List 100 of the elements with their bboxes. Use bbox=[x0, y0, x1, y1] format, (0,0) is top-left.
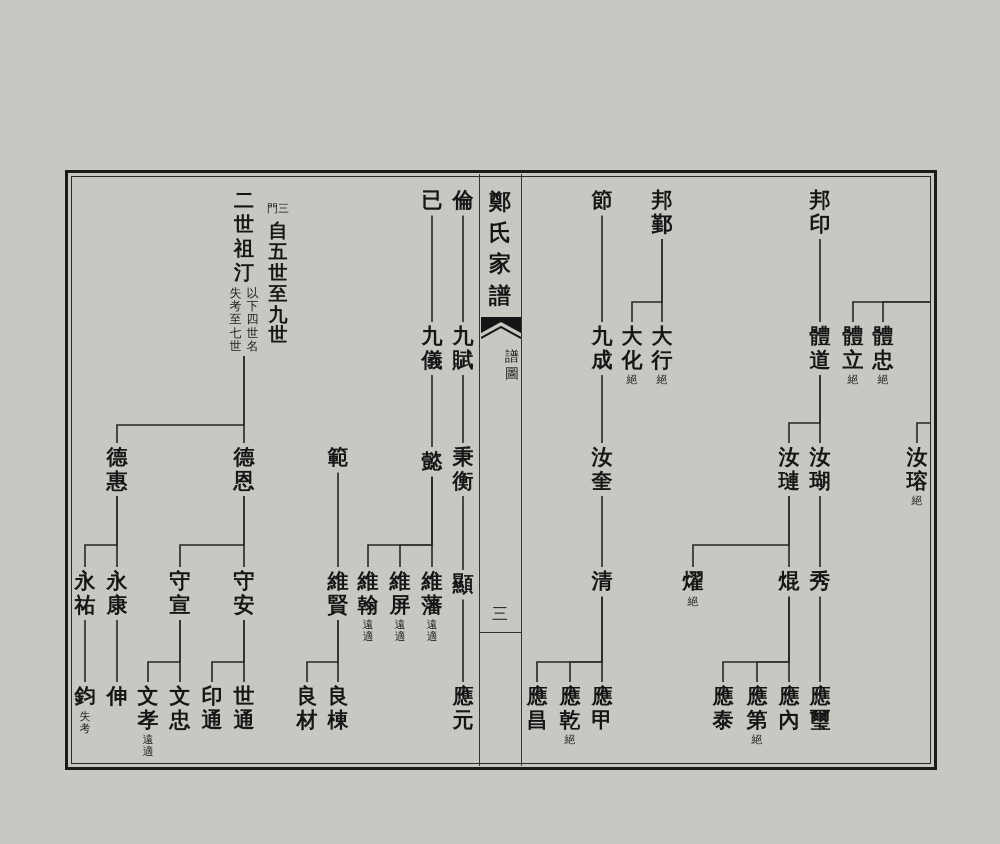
person-name: 文孝 bbox=[138, 685, 158, 732]
annotation-note: 絕 bbox=[912, 495, 922, 508]
page-title: 鄭氏家譜 bbox=[489, 188, 511, 310]
person-name: 懿 bbox=[422, 450, 442, 474]
lineage-line bbox=[722, 596, 790, 682]
person-name: 維藩 bbox=[422, 570, 442, 618]
person-name: 九賦 bbox=[452, 325, 474, 372]
lineage-line bbox=[631, 239, 663, 322]
person-name: 應內 bbox=[778, 685, 800, 732]
person-name: 應昌 bbox=[526, 685, 548, 732]
lineage-line bbox=[431, 375, 433, 447]
lineage-line bbox=[601, 216, 603, 322]
lineage-line bbox=[601, 496, 603, 567]
annotation-note: 遠適 bbox=[142, 734, 154, 758]
person-name: 二世祖汀 bbox=[234, 189, 254, 285]
person-name: 應甲 bbox=[592, 685, 612, 732]
person-name: 汝璉 bbox=[778, 446, 800, 494]
person-name: 德惠 bbox=[106, 446, 128, 494]
annotation-note: 絕 bbox=[848, 374, 858, 386]
person-name: 鈞 bbox=[74, 685, 96, 709]
person-name: 體道 bbox=[810, 325, 830, 372]
lineage-line bbox=[306, 620, 339, 682]
person-name: 世通 bbox=[234, 685, 254, 732]
lineage-line bbox=[788, 375, 821, 443]
annotation-note: 絕 bbox=[878, 374, 888, 386]
lineage-line bbox=[916, 422, 930, 443]
person-name: 應璽 bbox=[810, 685, 830, 732]
annotation-note: 遠適 bbox=[394, 619, 406, 644]
lineage-line bbox=[819, 596, 821, 682]
person-name: 應乾 bbox=[560, 685, 580, 732]
person-name: 汝瑚 bbox=[810, 446, 830, 494]
annotation-note: 絕 bbox=[656, 374, 668, 386]
person-name: 汝瑢 bbox=[906, 446, 928, 494]
person-name: 秉衡 bbox=[452, 446, 474, 494]
annotation-note: 絕 bbox=[626, 374, 638, 386]
person-name: 良材 bbox=[296, 685, 318, 732]
person-name: 永祐 bbox=[74, 570, 96, 618]
lineage-line bbox=[211, 620, 245, 682]
person-name: 秀 bbox=[810, 570, 830, 594]
lineage-line bbox=[179, 496, 245, 567]
lineage-line bbox=[462, 375, 464, 443]
person-name: 德恩 bbox=[234, 446, 254, 494]
person-name: 倫 bbox=[452, 189, 474, 213]
person-name: 燿 bbox=[682, 570, 704, 594]
person-name: 應元 bbox=[452, 685, 474, 732]
person-name: 文忠 bbox=[170, 685, 190, 732]
person-name: 應泰 bbox=[712, 685, 734, 732]
lineage-line bbox=[462, 600, 464, 682]
person-name: 體忠 bbox=[872, 325, 894, 372]
annotation-note: 失考至七世 bbox=[230, 287, 242, 353]
annotation-note: 遠適 bbox=[362, 619, 374, 644]
page-number: 三 bbox=[492, 606, 508, 624]
section-label: 譜圖 bbox=[505, 350, 519, 384]
annotation-note: 絕 bbox=[752, 734, 762, 746]
lineage-line bbox=[536, 596, 603, 682]
annotation-note: 失考 bbox=[80, 710, 90, 735]
person-name: 印通 bbox=[202, 685, 222, 732]
person-name: 邦印 bbox=[810, 189, 830, 236]
person-name: 伸 bbox=[106, 685, 128, 709]
person-name: 焜 bbox=[778, 570, 800, 594]
person-name: 清 bbox=[592, 570, 612, 594]
lineage-line bbox=[819, 496, 821, 567]
person-name: 節 bbox=[592, 189, 612, 213]
annotation-note: 絕 bbox=[564, 734, 576, 746]
person-name: 體立 bbox=[842, 325, 864, 372]
person-name: 已 bbox=[422, 189, 442, 213]
person-name: 邦鄞 bbox=[652, 189, 672, 236]
lineage-line bbox=[692, 496, 790, 567]
lineage-line bbox=[337, 472, 339, 567]
annotation-note: 絕 bbox=[688, 596, 698, 608]
lineage-line bbox=[147, 620, 181, 682]
lineage-line bbox=[367, 476, 433, 567]
person-name: 維屏 bbox=[390, 570, 410, 618]
lineage-line bbox=[431, 216, 433, 322]
lineage-line bbox=[462, 216, 464, 322]
person-name: 應第 bbox=[746, 685, 768, 732]
person-name: 永康 bbox=[106, 570, 128, 618]
branch-label: 三門 bbox=[267, 203, 289, 216]
person-name: 維翰 bbox=[358, 570, 378, 618]
generation-range-heading: 自五世至九世 bbox=[268, 222, 288, 348]
lineage-line bbox=[84, 496, 118, 567]
person-name: 守宣 bbox=[170, 570, 190, 618]
lineage-line bbox=[819, 239, 821, 322]
person-name: 九成 bbox=[592, 325, 612, 372]
person-name: 維賢 bbox=[328, 570, 348, 618]
person-name: 九儀 bbox=[422, 325, 442, 372]
lineage-line bbox=[852, 301, 930, 322]
lineage-line bbox=[116, 620, 118, 682]
annotation-note: 以下四世名 bbox=[246, 287, 258, 353]
person-name: 顯 bbox=[452, 573, 474, 597]
person-name: 良棟 bbox=[328, 685, 348, 732]
person-name: 範 bbox=[328, 446, 348, 470]
lineage-line bbox=[462, 496, 464, 570]
lineage-line bbox=[601, 375, 603, 443]
lineage-line bbox=[84, 620, 86, 682]
lineage-line bbox=[116, 356, 245, 443]
annotation-note: 遠適 bbox=[426, 619, 438, 644]
person-name: 大化 bbox=[622, 325, 642, 372]
person-name: 大行 bbox=[652, 325, 672, 372]
person-name: 守安 bbox=[234, 570, 254, 618]
